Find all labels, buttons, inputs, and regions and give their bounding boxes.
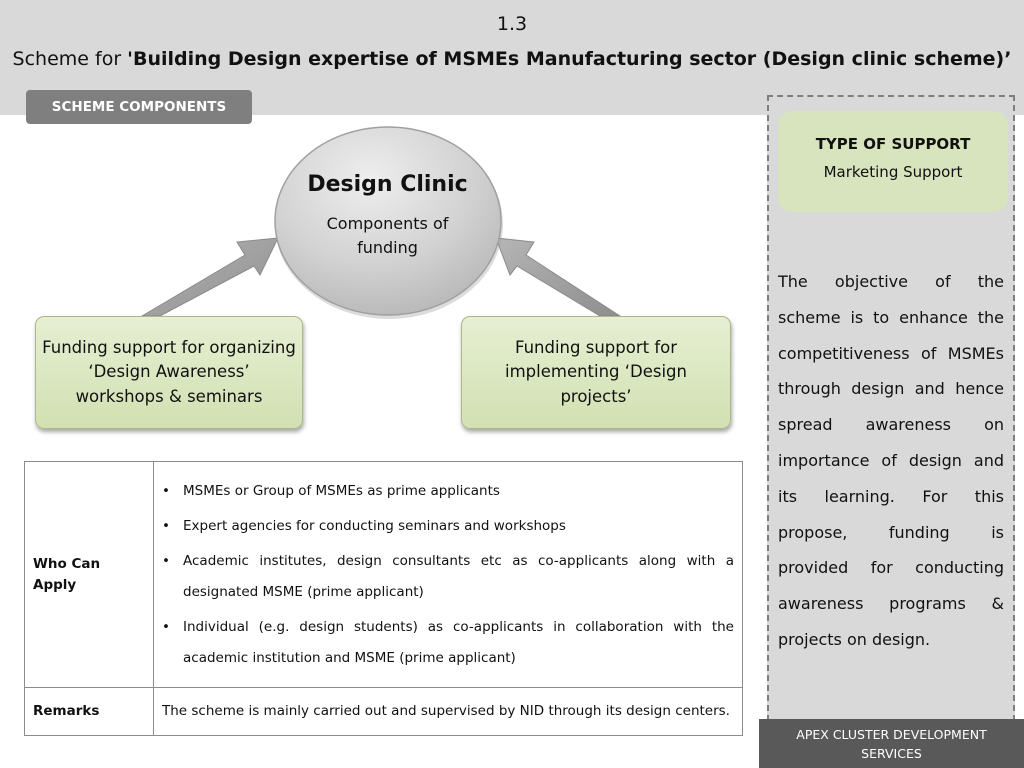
- list-item: • Individual (e.g. design students) as co…: [162, 612, 734, 674]
- projects-funding-box: Funding support for implementing ‘Design…: [461, 316, 731, 429]
- slide-number: 1.3: [496, 13, 528, 35]
- left-arrow: [140, 237, 279, 317]
- design-clinic-title: Design Clinic: [307, 172, 468, 197]
- applicant-text: Expert agencies for conducting seminars …: [183, 517, 566, 534]
- eligibility-table: Who Can Apply • MSMEs or Group of MSMEs a…: [24, 461, 743, 736]
- applicants-list: • MSMEs or Group of MSMEs as prime applic…: [162, 476, 734, 674]
- awareness-funding-text: Funding support for organizing ‘Design A…: [42, 337, 296, 406]
- bullet-icon: •: [162, 482, 170, 499]
- title-prefix: Scheme for: [12, 48, 128, 70]
- table-row: Who Can Apply • MSMEs or Group of MSMEs a…: [24, 461, 743, 688]
- design-clinic-circle: [274, 126, 502, 316]
- page-title: Scheme for 'Building Design expertise of…: [0, 48, 1024, 70]
- bullet-icon: •: [162, 552, 170, 569]
- design-clinic-subtitle: Components of funding: [326, 214, 449, 257]
- applicant-text: MSMEs or Group of MSMEs as prime applica…: [183, 482, 500, 499]
- bullet-icon: •: [162, 618, 170, 635]
- support-value: Marketing Support: [823, 163, 963, 181]
- list-item: • Expert agencies for conducting seminars…: [162, 511, 734, 542]
- footer-brand: APEX CLUSTER DEVELOPMENT SERVICES: [759, 719, 1024, 768]
- projects-funding-text: Funding support for implementing ‘Design…: [505, 337, 687, 406]
- table-row: Remarks The scheme is mainly carried out…: [24, 687, 743, 736]
- remarks-text: The scheme is mainly carried out and sup…: [153, 687, 743, 736]
- applicants-cell: • MSMEs or Group of MSMEs as prime applic…: [153, 461, 743, 688]
- list-item: • MSMEs or Group of MSMEs as prime applic…: [162, 476, 734, 507]
- who-can-apply-label: Who Can Apply: [24, 461, 154, 688]
- bullet-icon: •: [162, 517, 170, 534]
- design-clinic-label: Design Clinic Components of funding: [274, 172, 501, 260]
- remarks-label: Remarks: [24, 687, 154, 736]
- title-scheme-name: 'Building Design expertise of MSMEs Manu…: [127, 48, 1012, 70]
- objective-text: The objective of the scheme is to enhanc…: [778, 272, 1004, 649]
- type-of-support-box: TYPE OF SUPPORT Marketing Support: [778, 111, 1008, 212]
- awareness-funding-box: Funding support for organizing ‘Design A…: [35, 316, 303, 429]
- applicant-text: Individual (e.g. design students) as co-…: [183, 618, 734, 666]
- support-title: TYPE OF SUPPORT: [815, 135, 971, 153]
- applicant-text: Academic institutes, design consultants …: [183, 552, 734, 600]
- scheme-components-tab: SCHEME COMPONENTS: [26, 90, 252, 124]
- footer-text: APEX CLUSTER DEVELOPMENT SERVICES: [796, 726, 987, 761]
- right-arrow: [495, 237, 622, 317]
- list-item: • Academic institutes, design consultants…: [162, 546, 734, 608]
